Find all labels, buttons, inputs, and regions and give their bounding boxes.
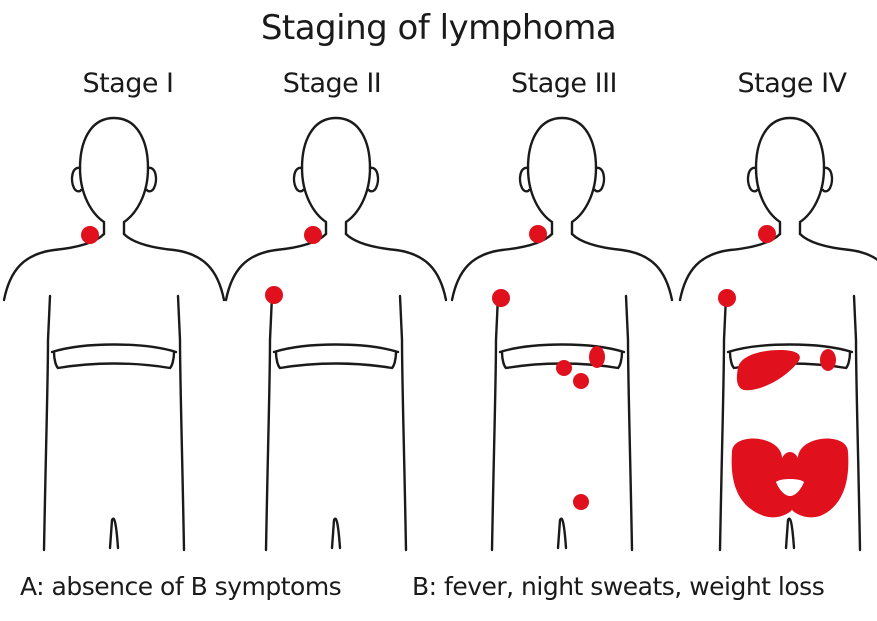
lymph-node-neck (529, 225, 547, 243)
lymph-node-abdomen (573, 373, 589, 389)
lymph-node-armpit (492, 289, 510, 307)
caption-a: A: absence of B symptoms (20, 572, 341, 601)
lymph-node-armpit (265, 286, 283, 304)
figure-stage-4 (680, 118, 877, 550)
figure-stage-1 (4, 118, 224, 550)
lymph-node-armpit (718, 289, 736, 307)
lymph-node-abdomen (556, 360, 572, 376)
figure-stage-2 (226, 118, 446, 550)
lymph-node-groin (573, 494, 589, 510)
spleen (820, 349, 836, 371)
lymph-node-neck (304, 226, 322, 244)
bone-marrow-pelvis (732, 439, 849, 518)
spleen (589, 346, 605, 368)
figure-stage-3 (452, 118, 672, 550)
lymph-node-neck (758, 225, 776, 243)
lymph-node-neck (81, 226, 99, 244)
liver (737, 350, 800, 390)
caption-b: B: fever, night sweats, weight loss (412, 572, 824, 601)
